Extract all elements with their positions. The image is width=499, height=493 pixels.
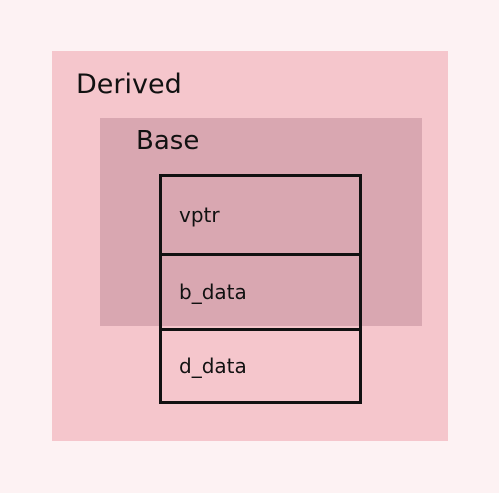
- layout-cell-d-data: d_data: [162, 328, 359, 401]
- memory-layout-stack: vptr b_data d_data: [159, 174, 362, 404]
- derived-class-label: Derived: [76, 69, 182, 100]
- base-class-label: Base: [136, 126, 200, 156]
- layout-cell-b-data: b_data: [162, 253, 359, 328]
- base-class-region: [100, 118, 422, 326]
- layout-cell-vptr: vptr: [179, 203, 220, 227]
